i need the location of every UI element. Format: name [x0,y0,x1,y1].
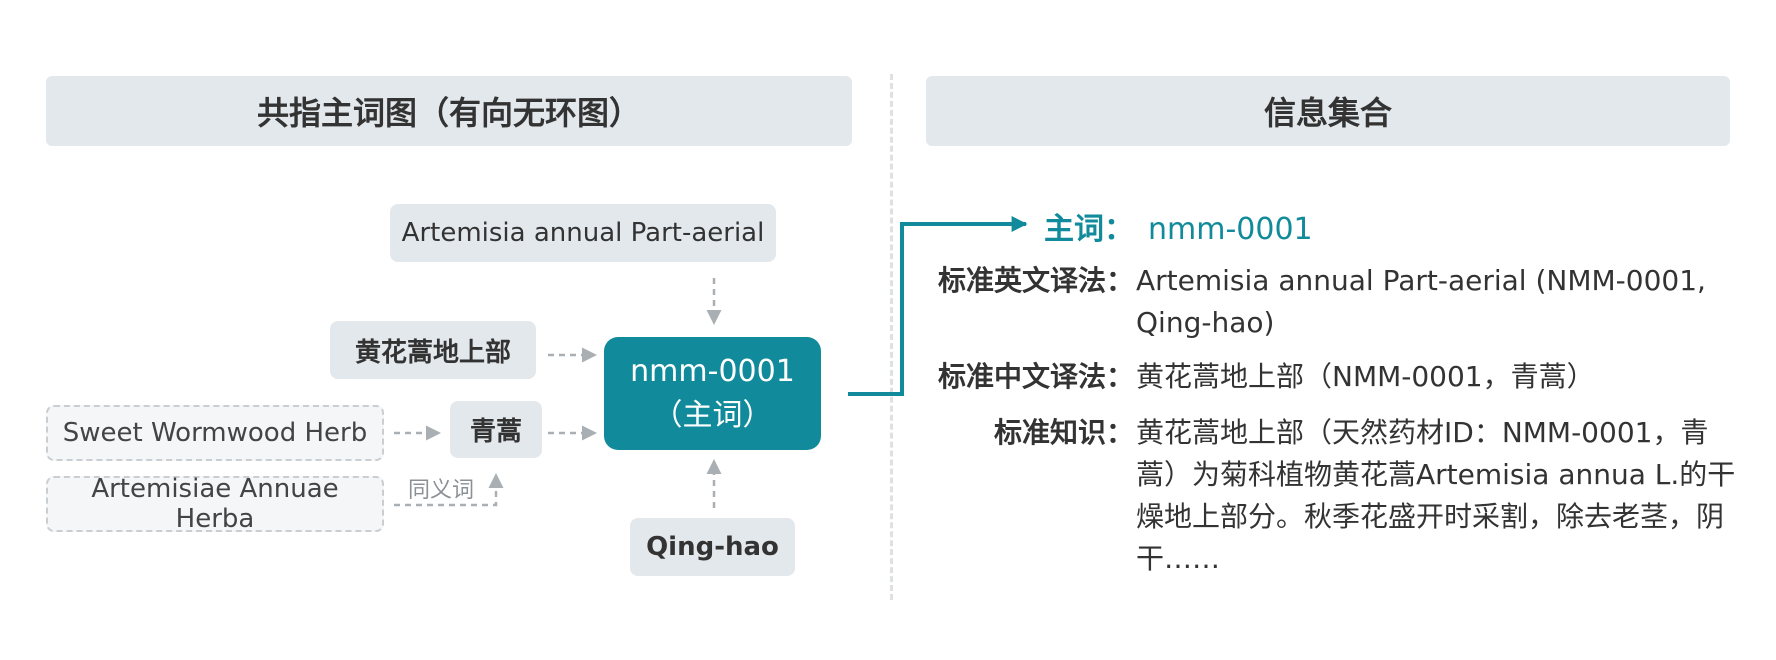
main-node-id: nmm-0001 [630,353,795,389]
std-en-key: 标准英文译法： [937,264,1134,297]
panel-divider [890,74,893,600]
node-huanghuahao-dishangbu: 黄花蒿地上部 [330,321,536,379]
std-zh-key: 标准中文译法： [937,360,1134,393]
node-qinghao: 青蒿 [450,401,542,458]
knowledge-value: 黄花蒿地上部（天然药材ID：NMM-0001，青蒿）为菊科植物黄花蒿Artemi… [1136,416,1736,575]
node-main-subject: nmm-0001 （主词） [604,337,821,450]
info-subject: 主词： nmm-0001 [1044,204,1313,248]
info-panel-title: 信息集合 [926,76,1730,146]
graph-panel-title: 共指主词图（有向无环图） [46,76,852,146]
std-en-value: Artemisia annual Part-aerial (NMM-0001, … [1136,264,1706,339]
synonym-label: 同义词 [408,478,475,503]
std-zh-value: 黄花蒿地上部（NMM-0001，青蒿） [1136,360,1595,393]
node-artemisia-part-aerial: Artemisia annual Part-aerial [390,204,776,262]
node-sweet-wormwood-herb: Sweet Wormwood Herb [46,405,384,461]
node-artemisiae-annuae-herba: Artemisiae Annuae Herba [46,474,384,534]
subject-key: 主词： [1044,212,1134,247]
subject-value: nmm-0001 [1148,212,1313,247]
node-qing-hao: Qing-hao [630,518,795,576]
knowledge-key: 标准知识： [993,416,1134,449]
main-node-tag: （主词） [652,397,773,433]
